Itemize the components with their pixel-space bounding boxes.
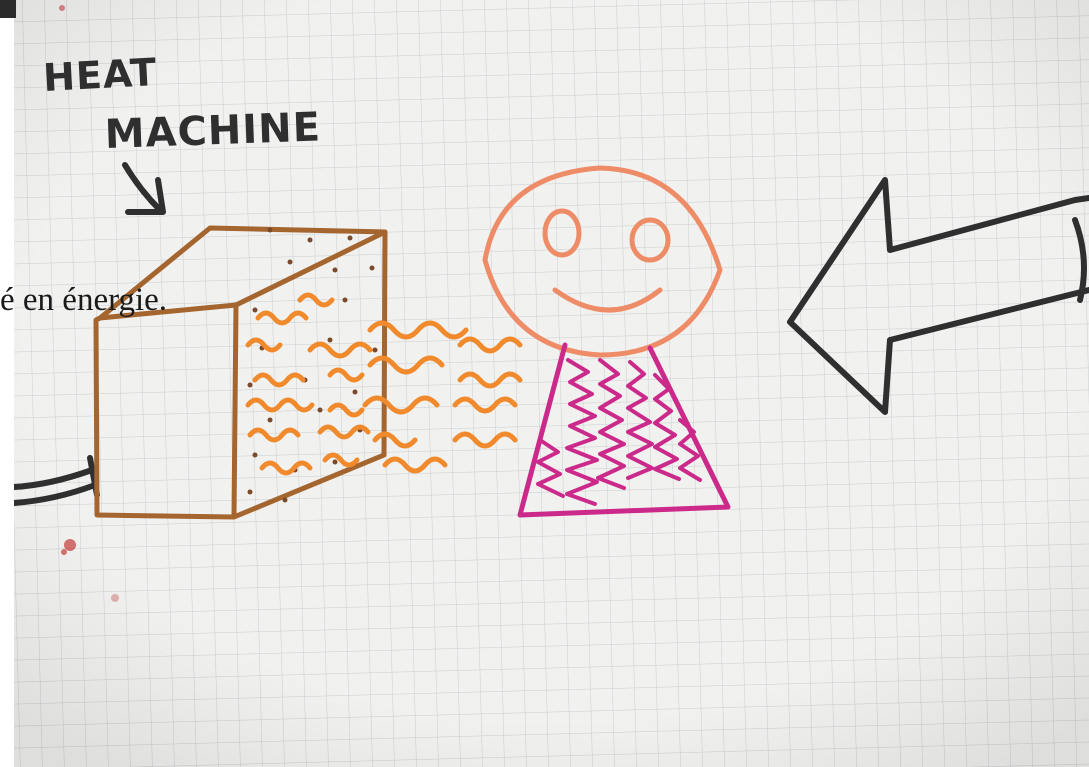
corner-tab [0, 0, 16, 18]
overlay-caption: é en énergie. [0, 282, 167, 319]
machine-label: MACHINE [104, 104, 322, 158]
ink-dot [59, 5, 65, 11]
heat-label: HEAT [42, 50, 158, 100]
left-border [0, 0, 14, 767]
